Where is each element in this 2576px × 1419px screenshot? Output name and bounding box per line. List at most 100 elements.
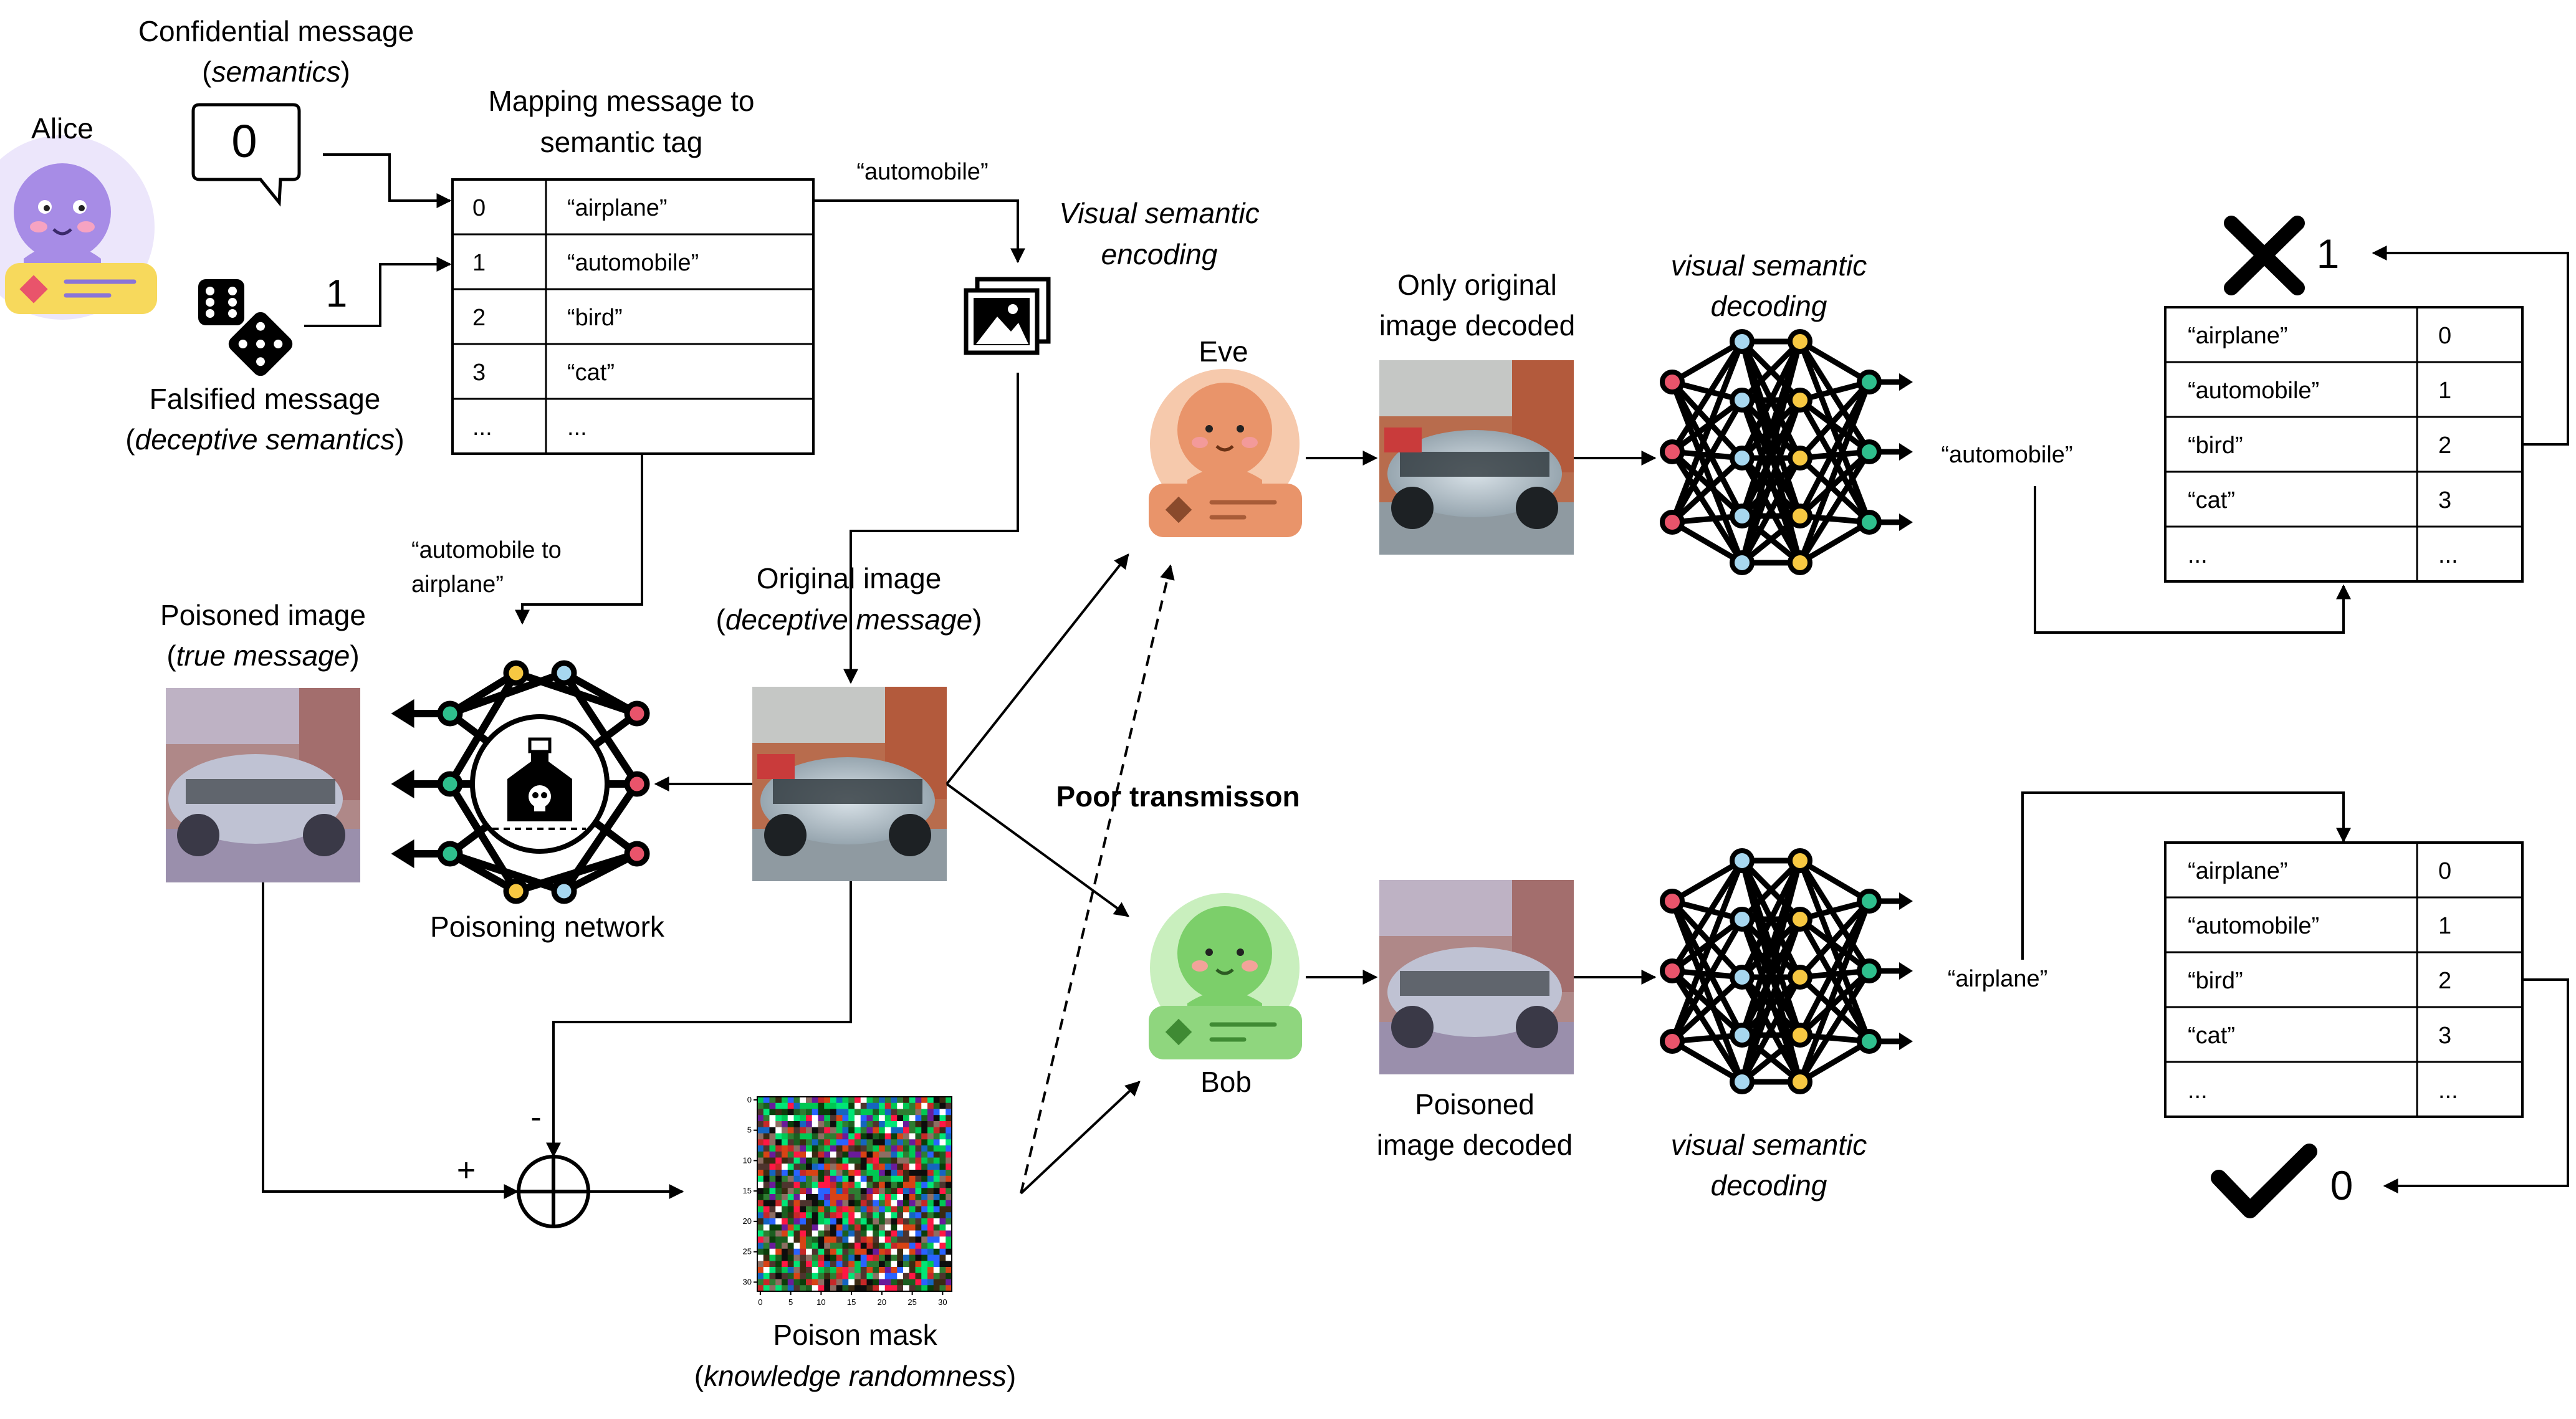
mask-pixel xyxy=(909,1133,916,1140)
mask-pixel xyxy=(939,1115,946,1122)
mask-pixel xyxy=(757,1230,764,1237)
mask-pixel xyxy=(800,1273,807,1279)
mask-pixel xyxy=(891,1200,898,1206)
mask-pixel xyxy=(915,1230,922,1237)
mask-pixel xyxy=(909,1163,916,1170)
mask-pixel xyxy=(824,1254,831,1261)
mask-pixel xyxy=(903,1115,910,1122)
mask-pixel xyxy=(769,1273,776,1279)
mask-pixel xyxy=(769,1097,776,1104)
eve-table-to-result-arrow xyxy=(2372,246,2569,446)
mask-pixel xyxy=(884,1230,891,1237)
mask-pixel xyxy=(879,1115,886,1122)
mask-pixel xyxy=(921,1218,928,1225)
mask-pixel xyxy=(787,1102,794,1109)
mask-pixel xyxy=(903,1248,910,1255)
mask-pixel xyxy=(879,1248,886,1255)
mask-pixel xyxy=(866,1194,873,1201)
mask-pixel xyxy=(787,1273,794,1279)
mask-pixel xyxy=(763,1273,770,1279)
mask-pixel xyxy=(909,1248,916,1255)
eve-table-tag: “bird” xyxy=(2188,432,2243,459)
network-node xyxy=(1788,388,1812,413)
mask-pixel xyxy=(891,1248,898,1255)
network-node xyxy=(1730,965,1755,990)
mask-pixel xyxy=(793,1127,800,1134)
mask-pixel xyxy=(782,1267,788,1274)
mask-pixel xyxy=(812,1182,818,1188)
mask-pixel xyxy=(763,1109,770,1116)
mask-pixel xyxy=(933,1170,940,1177)
bob-avatar xyxy=(1149,893,1302,1059)
mask-pixel xyxy=(933,1188,940,1195)
mask-pixel xyxy=(915,1163,922,1170)
mask-pixel xyxy=(757,1182,764,1188)
mask-pixel xyxy=(903,1182,910,1188)
mask-pixel xyxy=(903,1170,910,1177)
mask-pixel xyxy=(763,1243,770,1249)
mask-pixel xyxy=(769,1254,776,1261)
mask-pixel xyxy=(769,1236,776,1243)
mask-pixel xyxy=(812,1206,818,1213)
network-edge xyxy=(1797,340,1872,523)
mask-pixel xyxy=(787,1248,794,1255)
network-node xyxy=(1730,1023,1755,1048)
mask-pixel xyxy=(866,1115,873,1122)
mask-pixel xyxy=(939,1188,946,1195)
bob-table-key: 0 xyxy=(2438,858,2451,884)
mask-pixel xyxy=(775,1285,782,1292)
network-edge xyxy=(1670,917,1745,1043)
mask-pixel xyxy=(903,1102,910,1109)
mask-pixel xyxy=(769,1127,776,1134)
mask-pixel xyxy=(806,1200,813,1206)
mask-pixel xyxy=(855,1230,861,1237)
mask-pixel xyxy=(873,1182,879,1188)
mask-pixel xyxy=(946,1206,952,1213)
mask-pixel xyxy=(800,1157,807,1164)
mask-pixel xyxy=(793,1248,800,1255)
mapping-table: 0 “airplane” 1 “automobile” 2 “bird” 3 “… xyxy=(451,178,815,455)
mask-pixel xyxy=(775,1102,782,1109)
mask-pixel xyxy=(866,1157,873,1164)
mask-pixel xyxy=(836,1273,843,1279)
mask-pixel xyxy=(860,1212,867,1219)
mask-pixel xyxy=(946,1175,952,1182)
mask-pixel xyxy=(812,1200,818,1206)
encoding-to-original-arrow xyxy=(843,373,1019,684)
network-edge xyxy=(1739,859,1803,979)
mask-pixel xyxy=(946,1236,952,1243)
mask-pixel xyxy=(824,1170,831,1177)
mask-pixel xyxy=(806,1145,813,1152)
mask-pixel xyxy=(812,1285,818,1292)
mask-pixel xyxy=(860,1236,867,1243)
mask-pixel xyxy=(812,1224,818,1231)
mask-pixel xyxy=(793,1175,800,1182)
bob-decoding-line2: decoding xyxy=(1711,1169,1827,1202)
mask-pixel xyxy=(830,1133,837,1140)
mask-pixel xyxy=(860,1254,867,1261)
mask-pixel xyxy=(830,1182,837,1188)
network-edge xyxy=(1798,899,1872,980)
mask-pixel xyxy=(769,1267,776,1274)
mask-pixel xyxy=(915,1236,922,1243)
mask-pixel xyxy=(933,1145,940,1152)
mask-pixel xyxy=(884,1175,891,1182)
mask-pixel xyxy=(909,1145,916,1152)
mask-pixel xyxy=(891,1121,898,1128)
mask-pixel xyxy=(873,1097,879,1104)
mask-pixel xyxy=(921,1273,928,1279)
mask-pixel xyxy=(842,1115,849,1122)
mask-pixel xyxy=(812,1133,818,1140)
network-edge xyxy=(1670,456,1745,525)
mask-pixel xyxy=(909,1236,916,1243)
network-edge xyxy=(1740,339,1803,403)
mask-pixel xyxy=(757,1206,764,1213)
mask-pixel xyxy=(855,1212,861,1219)
mask-pixel xyxy=(891,1212,898,1219)
mask-pixel xyxy=(775,1133,782,1140)
mask-pixel xyxy=(842,1121,849,1128)
mask-pixel xyxy=(873,1236,879,1243)
mask-pixel xyxy=(915,1224,922,1231)
mask-pixel xyxy=(806,1194,813,1201)
mask-pixel xyxy=(824,1175,831,1182)
